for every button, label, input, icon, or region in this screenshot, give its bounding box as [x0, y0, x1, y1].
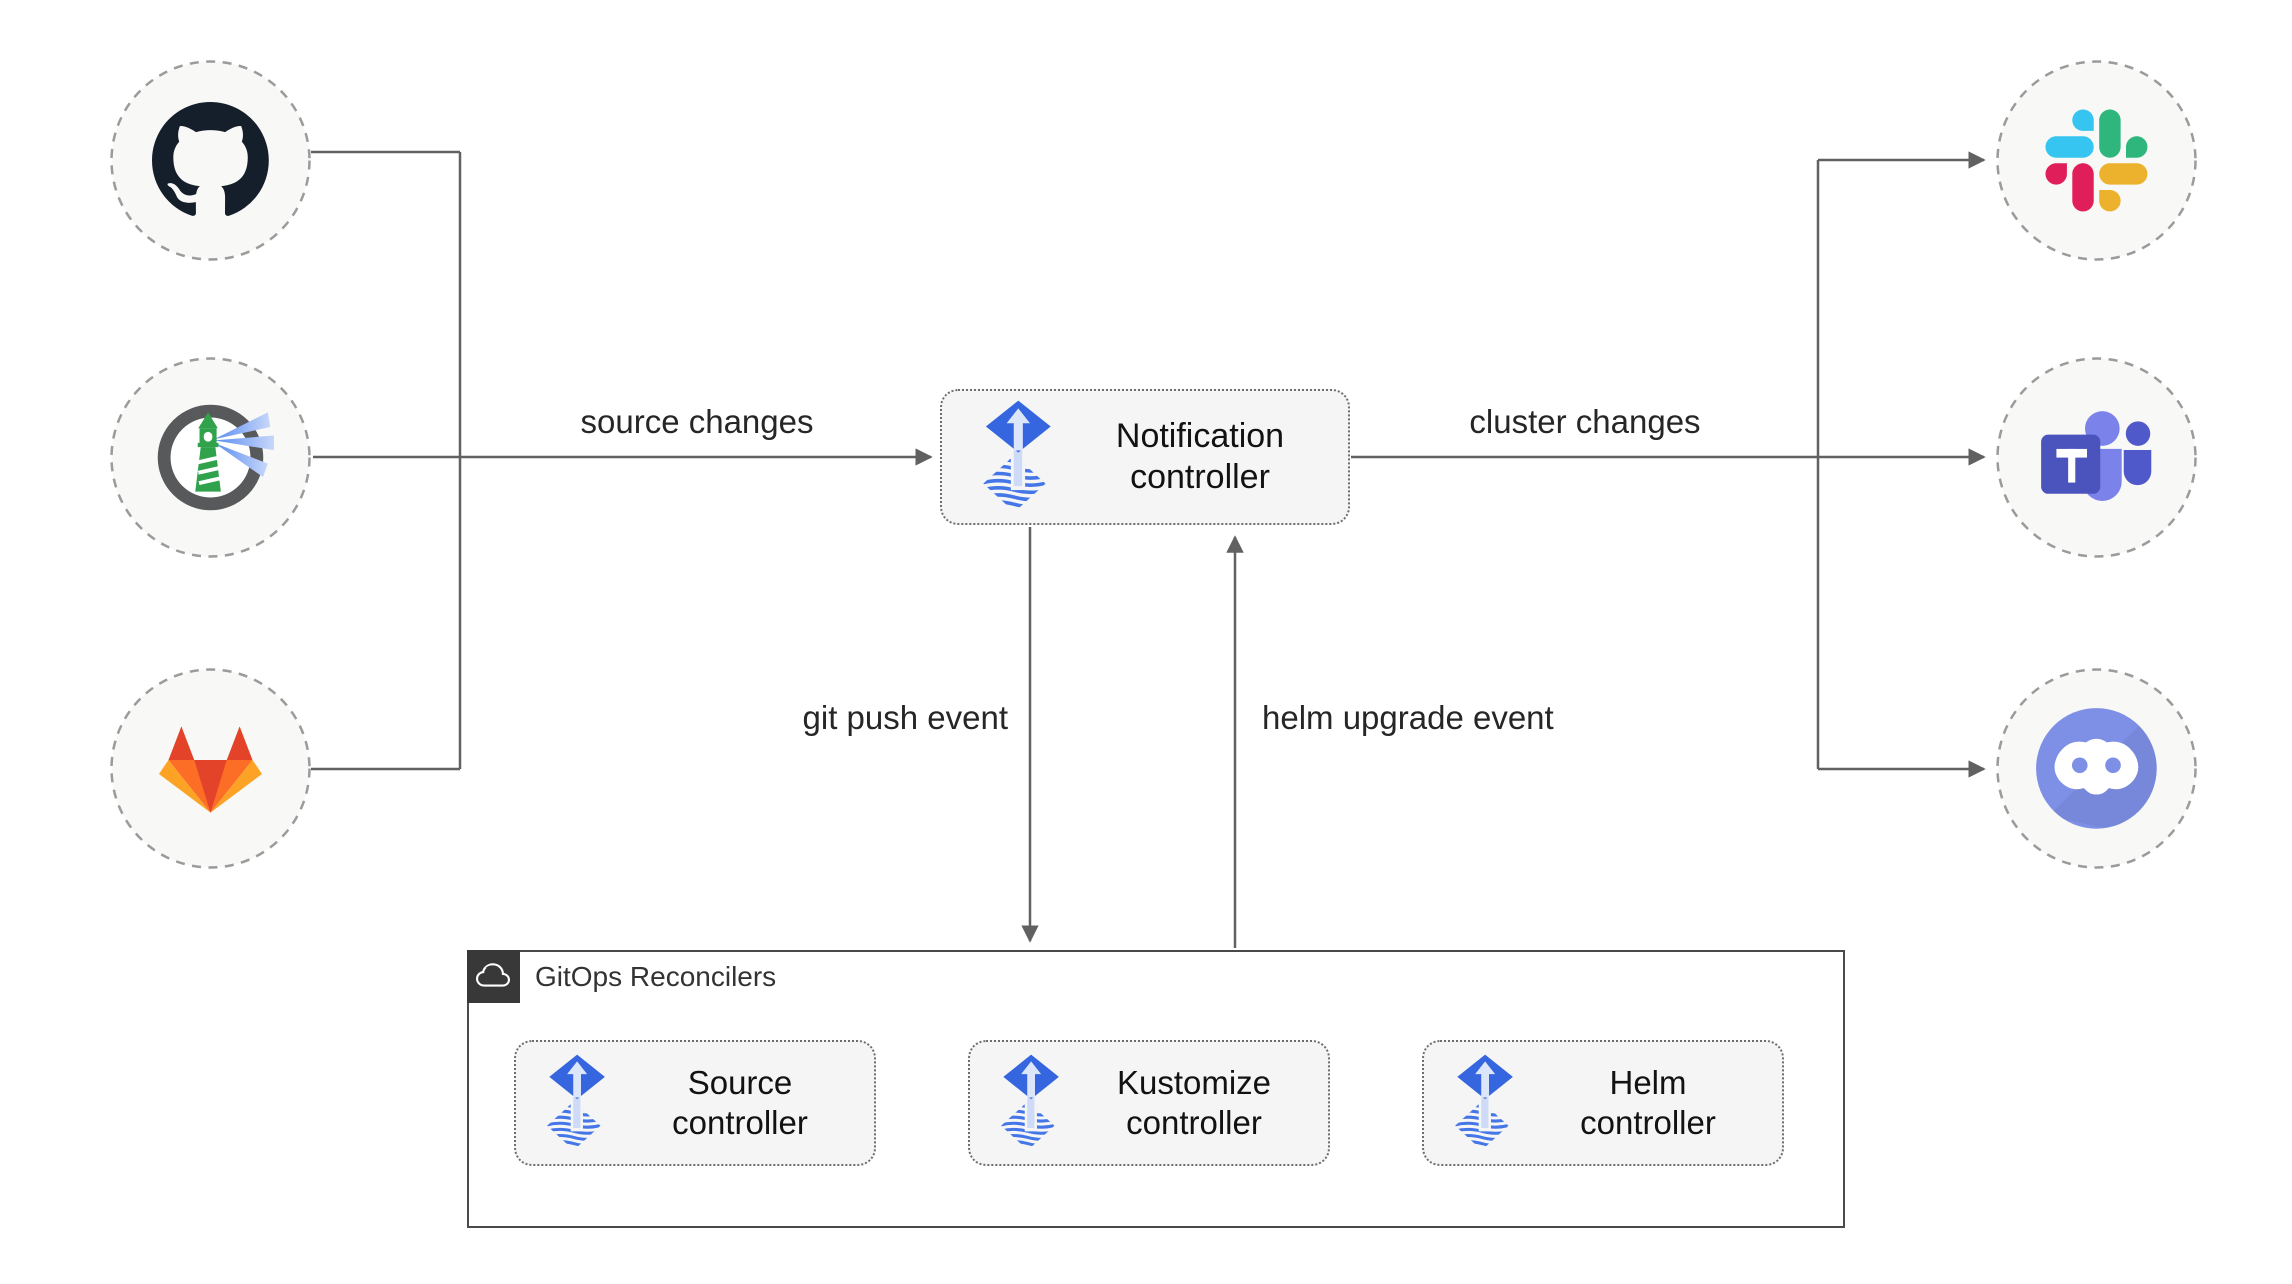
- helm-controller-label: Helm controller: [1580, 1063, 1716, 1141]
- harbor-node: [108, 355, 313, 560]
- flux-icon: [982, 400, 1052, 514]
- notification-controller-label: Notification controller: [1115, 416, 1285, 496]
- github-icon: [110, 60, 311, 261]
- flux-icon: [1454, 1054, 1514, 1152]
- source-controller-label: Source controller: [672, 1063, 808, 1141]
- source-changes-label: source changes: [580, 403, 814, 440]
- github-node: [108, 58, 313, 263]
- helm-upgrade-event-label: helm upgrade event: [1262, 699, 1554, 736]
- teams-node: [1994, 355, 2199, 560]
- gitlab-icon: [110, 668, 311, 869]
- flux-icon: [546, 1054, 606, 1152]
- helm-controller-node: Helm controller: [1422, 1040, 1784, 1166]
- cloud-icon: [476, 963, 510, 987]
- kustomize-controller-label: Kustomize controller: [1116, 1063, 1272, 1141]
- slack-node: [1994, 58, 2199, 263]
- notification-controller-node: Notification controller: [940, 389, 1350, 525]
- discord-node: [1994, 666, 2199, 871]
- slack-icon: [1996, 60, 2197, 261]
- group-title: GitOps Reconcilers: [535, 960, 777, 992]
- discord-icon: [1996, 668, 2197, 869]
- harbor-lighthouse-icon: [110, 357, 311, 558]
- cluster-changes-label: cluster changes: [1469, 403, 1701, 440]
- group-corner-tab: [466, 949, 520, 1003]
- flux-icon: [1000, 1054, 1060, 1152]
- git-push-event-label: git push event: [802, 699, 1008, 736]
- kustomize-controller-node: Kustomize controller: [968, 1040, 1330, 1166]
- microsoft-teams-icon: [1996, 357, 2197, 558]
- source-controller-node: Source controller: [514, 1040, 876, 1166]
- gitlab-node: [108, 666, 313, 871]
